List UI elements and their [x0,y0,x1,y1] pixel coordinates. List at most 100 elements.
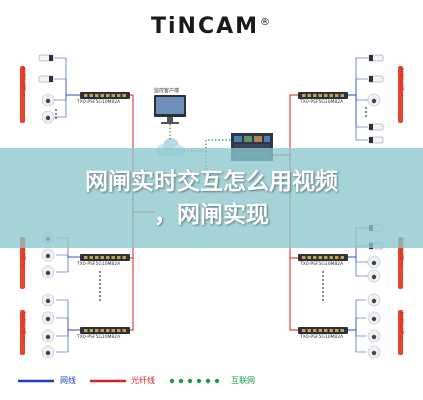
switch-port [95,256,99,259]
poe-switch-icon [80,254,130,261]
network-cable [348,256,368,277]
switch-port [313,94,317,97]
ellipsis-dot [99,299,101,301]
switch-port [111,329,115,332]
ellipsis-dot [99,275,101,277]
network-cable [348,329,366,337]
ellipsis-dot [365,107,367,109]
switch-port [307,256,311,259]
switch-port [313,256,317,259]
ellipsis-dot [322,295,324,297]
group-bracket [398,66,403,123]
camera-lens [371,298,377,304]
switch-port [318,256,322,259]
camera-lens [49,55,53,61]
switch-port [329,329,333,332]
switch-port [95,329,99,332]
ellipsis-dot [99,295,101,297]
switch-port [95,94,99,97]
switch-port [324,329,328,332]
group-bracket [398,237,403,289]
switch-port [302,329,306,332]
switch-port [318,94,322,97]
switch-port [324,256,328,259]
ellipsis-dot [99,271,101,273]
ellipsis-dot [322,291,324,293]
camera-lens [371,274,377,280]
camera-lens [371,260,377,266]
ellipsis-dot [365,111,367,113]
banner-title: 网闸实时交互怎么用视频 ，网闸实现 [0,166,423,232]
network-cable [54,57,80,96]
network-cable [56,329,80,353]
network-cable [56,317,80,331]
switch-label-right-3: TX0-PSF5G10M82A [300,335,344,340]
switch-port [313,329,317,332]
switch-port [106,256,110,259]
camera-lens [45,350,51,356]
switch-port [111,256,115,259]
network-cable [348,329,366,353]
ellipsis-dot [322,279,324,281]
group-label-left-1: 安防区域1 [21,68,27,98]
switch-port [89,94,93,97]
switch-port [340,94,344,97]
group-label-left-3: 安防区域3 [21,312,27,342]
switch-label-left-3: TX0-PSF5G10M82A [77,335,121,340]
ellipsis-dot [99,283,101,285]
camera-lens [49,76,53,82]
ellipsis-dot [322,283,324,285]
switch-port [318,329,322,332]
network-cable [348,256,368,263]
camera-lens [45,98,51,104]
camera-lens [45,334,51,340]
banner-title-line1: 网闸实时交互怎么用视频 [85,169,338,195]
poe-switch-icon [298,92,348,99]
switch-port [340,329,344,332]
group-bracket [20,310,25,355]
legend-swatch-internet [169,378,220,384]
switch-port [302,256,306,259]
switch-port [84,329,88,332]
switch-port [117,256,121,259]
camera-lens [45,270,51,276]
network-cable [348,78,368,96]
network-cable [54,78,80,96]
switch-port [307,94,311,97]
ellipsis-dot [55,113,57,115]
switch-label-left-1: TX0-PSF5G10M82A [77,100,121,105]
legend-label-internet: 互联网 [231,376,255,385]
switch-port [106,329,110,332]
switch-port [100,94,104,97]
camera-lens [45,115,51,121]
ellipsis-dot [322,299,324,301]
camera-lens [369,55,373,61]
switch-port [340,256,344,259]
ellipsis-dot [99,287,101,289]
camera-lens [371,350,377,356]
ellipsis-dot [322,287,324,289]
ellipsis-dot [55,109,57,111]
ellipsis-dot [322,271,324,273]
group-label-right-1: 安防区域1 [399,68,405,98]
switch-port [100,256,104,259]
poe-switch-icon [80,327,130,334]
network-cable [348,317,366,331]
switch-port [335,94,339,97]
network-cable [348,94,368,101]
monitor-icon [154,95,186,124]
monitor-label: 监控客户端 [154,88,180,94]
switch-port [117,329,121,332]
switch-port [84,256,88,259]
switch-port [122,94,126,97]
legend-label-fiber: 光纤线 [131,376,155,385]
switch-port [329,256,333,259]
network-cable [348,299,366,331]
switch-label-right-2: TX0-PSF5G10M82A [300,262,344,267]
ellipsis-dot [99,291,101,293]
switch-port [122,256,126,259]
title-banner [0,148,423,248]
group-bracket [20,66,25,123]
switch-port [324,94,328,97]
